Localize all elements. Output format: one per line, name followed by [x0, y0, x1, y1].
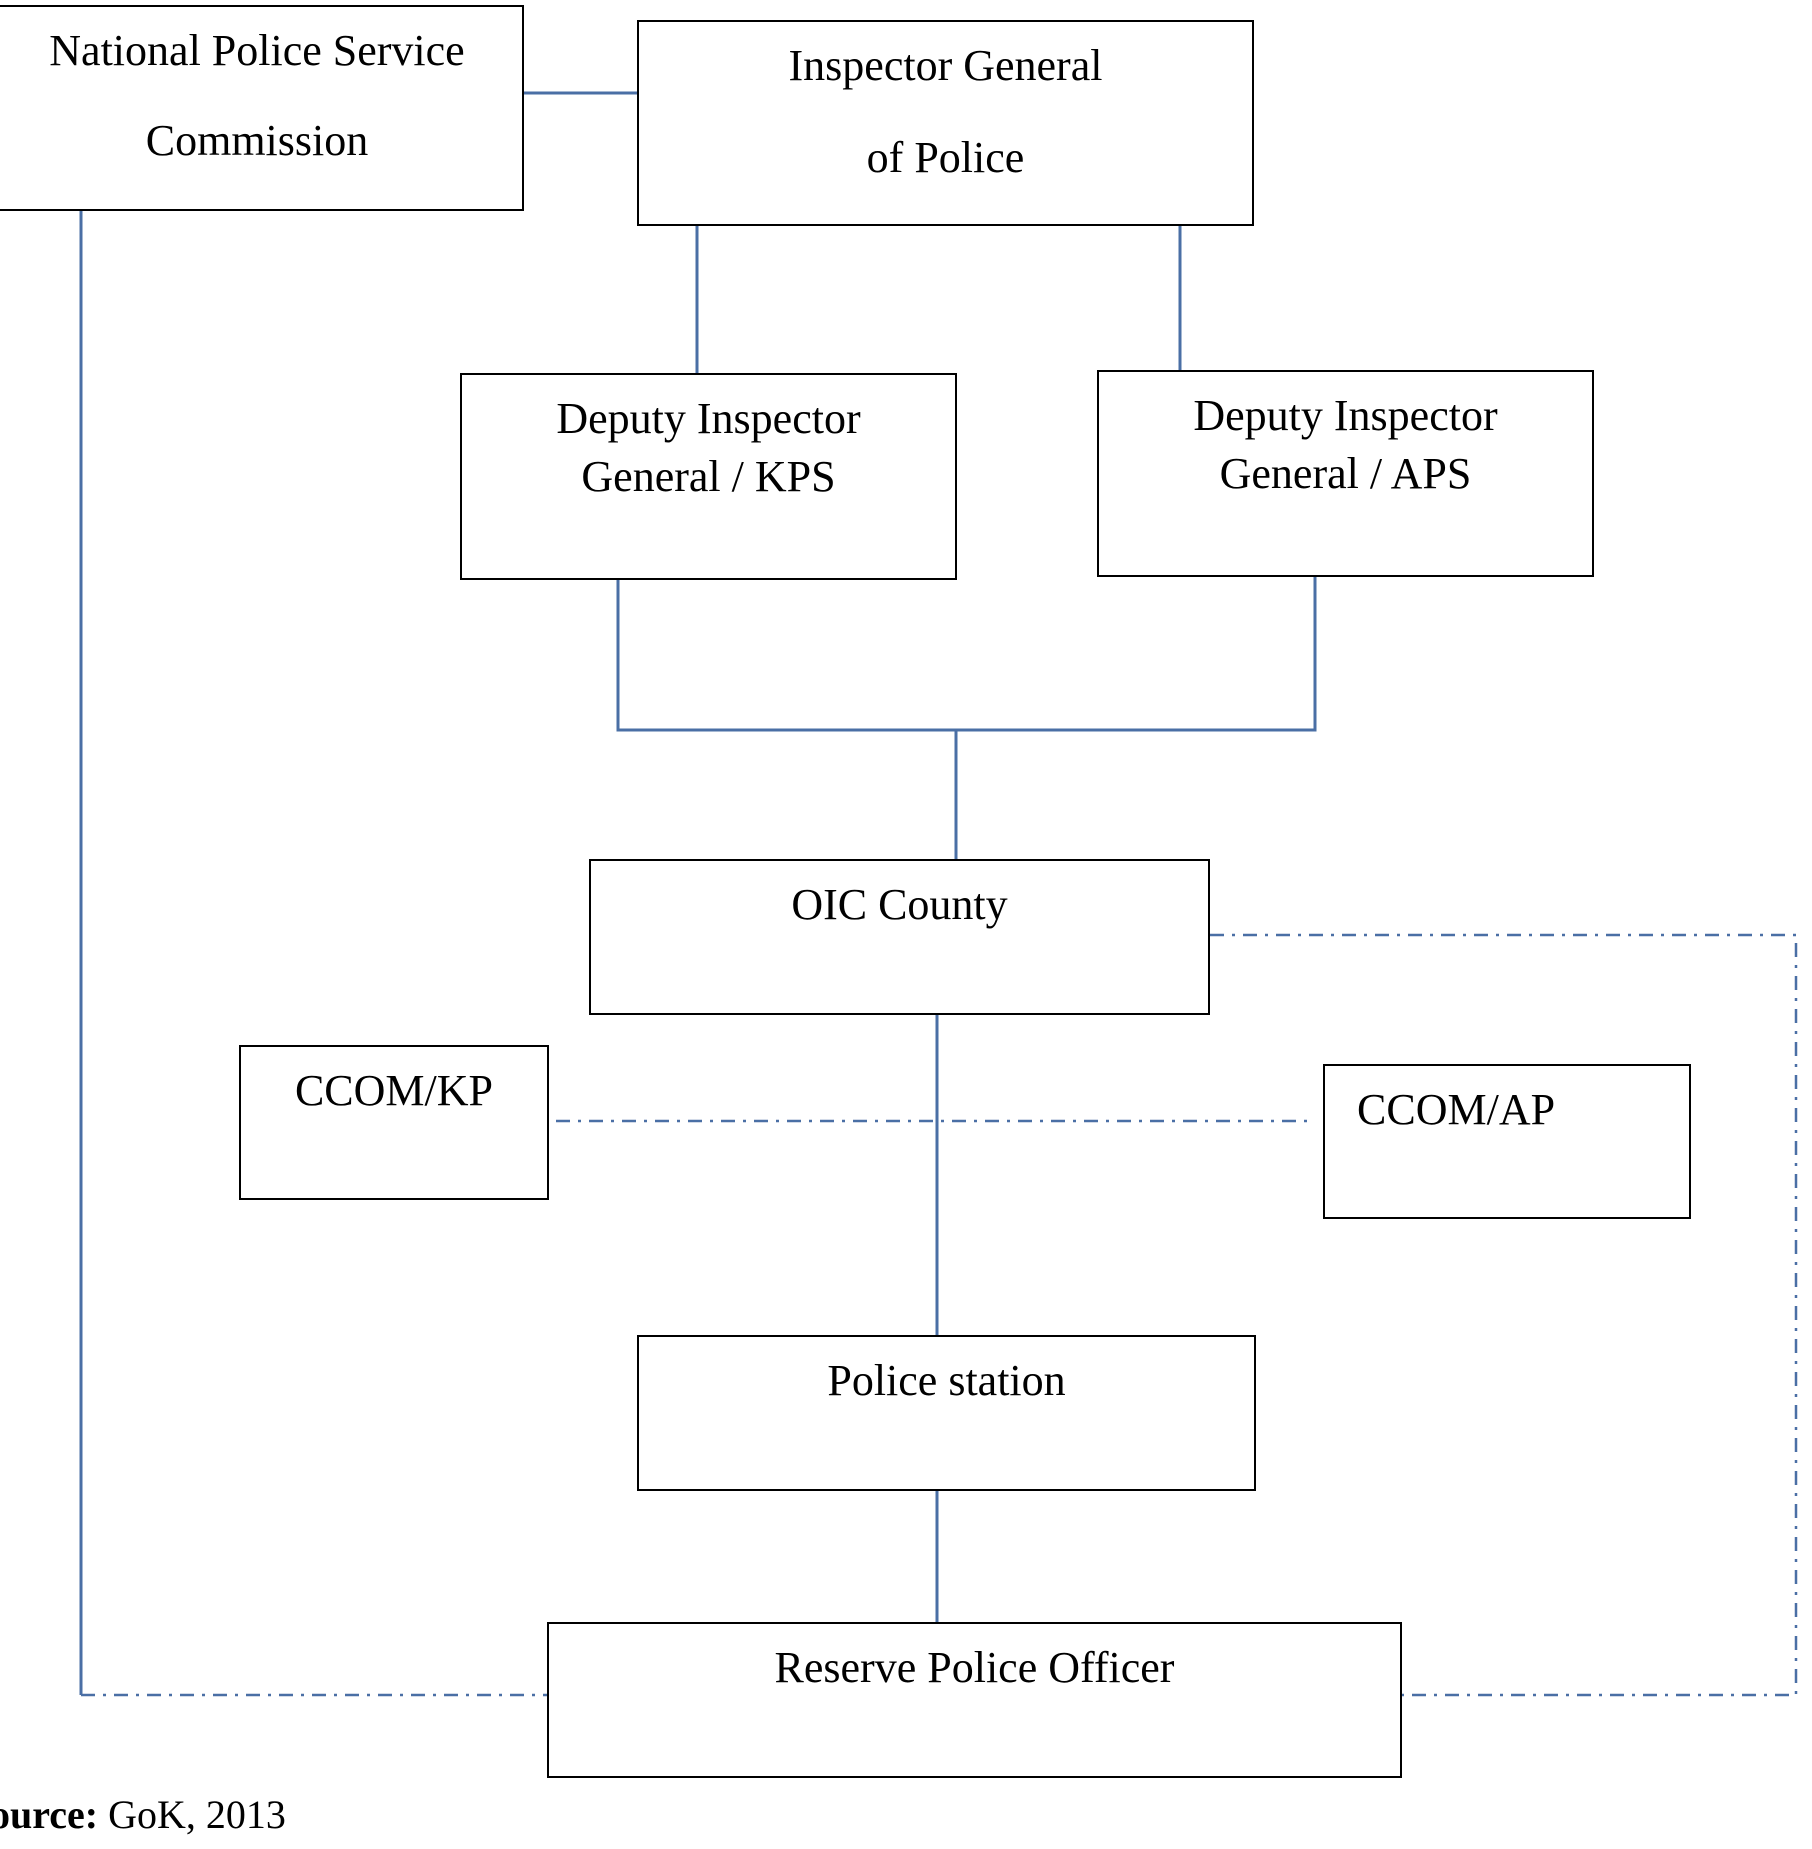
connector-oic-reserve-dashed [1210, 933, 1798, 1697]
ccom-ap-label: CCOM/AP [1357, 1085, 1556, 1134]
police-station-box: Police station [637, 1335, 1256, 1491]
ccom-kp-box: CCOM/KP [239, 1045, 549, 1200]
oic-county-box: OIC County [589, 859, 1210, 1015]
source-label: ource: [0, 1792, 99, 1837]
connector-dig-merge [616, 577, 1317, 732]
police-station-label: Police station [827, 1356, 1066, 1405]
igp-box: Inspector General of Police [637, 20, 1254, 226]
reserve-officer-box: Reserve Police Officer [547, 1622, 1402, 1778]
commission-box: National Police Service Commission [0, 5, 524, 211]
dig-aps-box: Deputy Inspector General / APS [1097, 370, 1594, 577]
ccom-kp-label: CCOM/KP [294, 1066, 494, 1115]
commission-line2: Commission [145, 116, 369, 165]
reserve-officer-label: Reserve Police Officer [774, 1643, 1175, 1692]
ccom-ap-box: CCOM/AP [1323, 1064, 1691, 1219]
dig-kps-box: Deputy Inspector General / KPS [460, 373, 957, 580]
source-citation: ource: GoK, 2013 [0, 1795, 286, 1835]
dig-aps-line2: General / APS [1219, 449, 1472, 498]
igp-line1: Inspector General [788, 41, 1103, 90]
source-value: GoK, 2013 [98, 1792, 286, 1837]
dig-kps-line1: Deputy Inspector [556, 394, 861, 443]
dig-aps-line1: Deputy Inspector [1193, 391, 1498, 440]
igp-line2: of Police [866, 133, 1025, 182]
commission-line1: National Police Service [49, 26, 465, 75]
dig-kps-line2: General / KPS [581, 452, 836, 501]
oic-county-label: OIC County [791, 880, 1008, 929]
